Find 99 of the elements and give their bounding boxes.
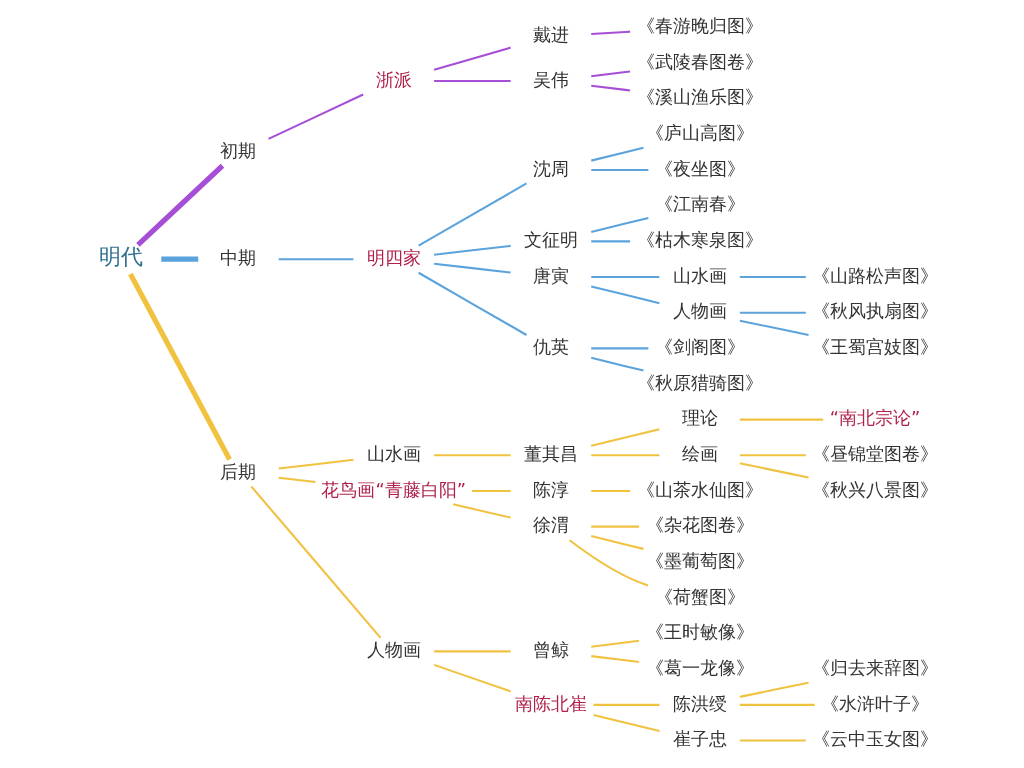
node-text: 《枯木寒泉图》	[636, 228, 763, 250]
connector	[278, 458, 354, 470]
node-text: 《溪山渔乐图》	[636, 86, 763, 108]
node-text: 《荷蟹图》	[654, 585, 745, 607]
connector	[739, 276, 806, 279]
node-text: 《江南春》	[654, 193, 745, 215]
node-text: 《剑阁图》	[654, 335, 745, 357]
node-text: 山水画	[672, 264, 727, 286]
node-text: 《武陵春图卷》	[636, 50, 763, 72]
connector	[278, 476, 316, 484]
node-text: 《夜坐图》	[654, 157, 745, 179]
connector	[590, 70, 630, 78]
node-text: 绘画	[681, 442, 718, 464]
connector	[739, 703, 815, 706]
connector	[593, 703, 660, 706]
node-text: 《葛一龙像》	[645, 656, 754, 678]
node-text: 后期	[219, 460, 256, 482]
node-text: 明四家	[366, 246, 421, 268]
node-text: 浙派	[375, 68, 412, 90]
node-text: 仇英	[532, 335, 569, 357]
connector	[739, 462, 809, 479]
node-text: 徐渭	[532, 514, 569, 536]
node-text: 唐寅	[532, 264, 569, 286]
node-text: 沈周	[532, 157, 569, 179]
connector	[590, 428, 660, 447]
connector	[739, 454, 806, 457]
connector	[739, 681, 809, 698]
node-text: 人物画	[366, 639, 421, 661]
node-text: “南北宗论”	[829, 407, 920, 429]
connector	[590, 146, 644, 162]
node-text: 《春游晚归图》	[636, 15, 763, 37]
connector	[590, 276, 659, 279]
connector	[417, 271, 527, 336]
node-text: 理论	[681, 407, 718, 429]
connector	[590, 240, 630, 243]
connector	[135, 163, 224, 247]
connector	[590, 356, 644, 372]
connector	[590, 525, 639, 528]
connector	[590, 169, 648, 172]
connector	[433, 650, 511, 653]
connector	[590, 454, 659, 457]
node-text: 明代	[98, 243, 143, 270]
connector	[590, 285, 660, 305]
connector	[417, 182, 527, 247]
connector	[590, 216, 649, 233]
connector	[433, 663, 511, 693]
connector	[433, 46, 511, 71]
connector	[739, 418, 823, 421]
node-text: 《墨葡萄图》	[645, 549, 754, 571]
node-text: 山水画	[366, 442, 421, 464]
connector	[590, 639, 639, 648]
connector	[568, 539, 648, 587]
node-text: 中期	[219, 246, 256, 268]
connector	[739, 311, 806, 314]
node-text: 陈淳	[532, 478, 569, 500]
connector	[471, 489, 511, 492]
connector	[250, 485, 381, 639]
node-text: 曾鲸	[532, 639, 569, 661]
node-text: 陈洪绶	[672, 692, 727, 714]
connector	[592, 713, 660, 733]
node-text: 《秋原猎骑图》	[636, 371, 763, 393]
node-text: 《水浒叶子》	[820, 692, 929, 714]
node-text: 《王蜀宫妓图》	[811, 335, 938, 357]
node-text: 戴进	[532, 23, 569, 45]
connector	[433, 262, 511, 274]
node-text: 《归去来辞图》	[811, 656, 938, 678]
node-text: 吴伟	[532, 68, 569, 90]
connector	[590, 84, 630, 92]
node-text: 《秋风执扇图》	[811, 300, 938, 322]
connector	[739, 319, 809, 336]
connector	[590, 347, 648, 350]
node-text: 董其昌	[523, 442, 578, 464]
node-text: 《昼锦堂图卷》	[811, 442, 938, 464]
connector	[433, 79, 511, 82]
connector	[433, 244, 511, 256]
node-text: 初期	[219, 139, 256, 161]
connector	[127, 272, 232, 461]
connector	[739, 739, 806, 742]
connector	[452, 503, 511, 519]
connector	[160, 256, 198, 262]
node-text: 花鸟画“青藤白阳”	[320, 478, 466, 500]
node-text: 文征明	[523, 228, 578, 250]
node-text: 南陈北崔	[514, 692, 587, 714]
node-text: 《山路松声图》	[811, 264, 938, 286]
node-text: 人物画	[672, 300, 727, 322]
node-text: 《王时敏像》	[645, 621, 754, 643]
node-text: 崔子忠	[672, 728, 727, 750]
connector	[590, 655, 639, 664]
connector	[278, 258, 353, 261]
node-text: 《山茶水仙图》	[636, 478, 763, 500]
node-text: 《云中玉女图》	[811, 728, 938, 750]
node-text: 《秋兴八景图》	[811, 478, 938, 500]
node-text: 《杂花图卷》	[645, 514, 754, 536]
connector	[590, 30, 630, 36]
connector	[267, 93, 364, 140]
node-text: 《庐山高图》	[645, 122, 754, 144]
connector	[433, 454, 511, 457]
connector	[590, 489, 630, 492]
connector	[590, 535, 644, 550]
